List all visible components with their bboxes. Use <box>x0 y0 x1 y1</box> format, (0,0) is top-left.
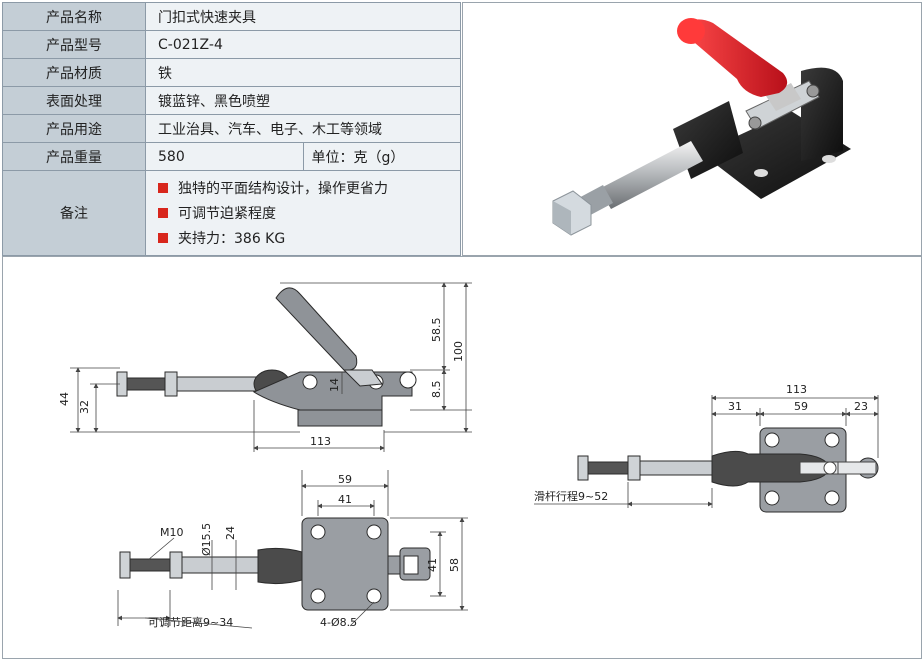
spec-value: 工业治具、汽车、电子、木工等领域 <box>145 114 461 143</box>
dim-41: 41 <box>338 493 352 506</box>
dim-41-vertical: 41 <box>426 558 439 572</box>
hole-callout: 4-Ø8.5 <box>320 616 357 629</box>
spec-value: C-021Z-4 <box>145 30 461 59</box>
product-photo <box>552 18 851 236</box>
dim-14: 14 <box>328 378 341 392</box>
spec-row-usage: 产品用途 工业治具、汽车、电子、木工等领域 <box>2 114 461 143</box>
spec-key: 产品材质 <box>2 58 146 87</box>
spec-key: 产品型号 <box>2 30 146 59</box>
dim-31: 31 <box>728 400 742 413</box>
red-square-icon <box>158 183 168 193</box>
side-view: 44 32 113 58.5 100 8.5 14 <box>58 282 472 452</box>
dim-23: 23 <box>854 400 868 413</box>
dim-58-5: 58.5 <box>430 318 443 343</box>
stroke-range-label: 滑杆行程9~52 <box>534 489 608 503</box>
spec-table: 产品名称 门扣式快速夹具 产品型号 C-021Z-4 产品材质 铁 表面处理 镀… <box>2 2 461 256</box>
spec-key: 产品重量 <box>2 142 146 171</box>
dim-58: 58 <box>448 558 461 572</box>
technical-drawing-frame: 44 32 113 58.5 100 8.5 14 <box>2 256 922 659</box>
dim-15-5: Ø15.5 <box>200 523 213 556</box>
red-handle <box>681 19 788 97</box>
dim-24: 24 <box>224 526 237 540</box>
spec-key: 产品名称 <box>2 2 146 31</box>
spec-value: 铁 <box>145 58 461 87</box>
dim-8-5: 8.5 <box>430 381 443 399</box>
spec-key: 备注 <box>2 170 146 256</box>
spec-value: 580 <box>145 142 304 171</box>
dim-113: 113 <box>310 435 331 448</box>
dim-m10: M10 <box>160 526 184 539</box>
product-photo-frame <box>462 2 922 256</box>
spec-row-name: 产品名称 门扣式快速夹具 <box>2 2 461 31</box>
dim-113-open: 113 <box>786 383 807 396</box>
note-item: 可调节迫紧程度 <box>158 201 460 226</box>
spec-row-model: 产品型号 C-021Z-4 <box>2 30 461 59</box>
notes-list: 独特的平面结构设计，操作更省力 可调节迫紧程度 夹持力：386 KG <box>145 170 461 256</box>
note-item: 独特的平面结构设计，操作更省力 <box>158 176 460 201</box>
technical-drawings: 44 32 113 58.5 100 8.5 14 <box>58 282 879 629</box>
plan-view: 59 41 M10 Ø15.5 24 41 58 可调节距离9~34 4-Ø8.… <box>117 470 468 629</box>
spec-row-material: 产品材质 铁 <box>2 58 461 87</box>
plunger-rod <box>599 141 703 209</box>
spec-unit: 单位：克（g） <box>302 142 461 171</box>
red-square-icon <box>158 208 168 218</box>
spec-row-notes: 备注 独特的平面结构设计，操作更省力 可调节迫紧程度 夹持力：386 KG <box>2 170 461 256</box>
dim-59-open: 59 <box>794 400 808 413</box>
spec-key: 产品用途 <box>2 114 146 143</box>
spec-value: 门扣式快速夹具 <box>145 2 461 31</box>
red-square-icon <box>158 233 168 243</box>
spec-value: 镀蓝锌、黑色喷塑 <box>145 86 461 115</box>
note-text: 独特的平面结构设计，操作更省力 <box>178 181 388 197</box>
spec-row-weight: 产品重量 580 单位：克（g） <box>2 142 461 171</box>
note-item: 夹持力：386 KG <box>158 226 460 251</box>
spec-row-surface: 表面处理 镀蓝锌、黑色喷塑 <box>2 86 461 115</box>
dim-59: 59 <box>338 473 352 486</box>
dim-32: 32 <box>78 400 91 414</box>
dim-44: 44 <box>58 392 71 406</box>
note-text: 夹持力：386 KG <box>178 231 286 247</box>
note-text: 可调节迫紧程度 <box>178 206 276 222</box>
adjust-range-label: 可调节距离9~34 <box>148 615 233 629</box>
dim-100: 100 <box>452 341 465 362</box>
spec-key: 表面处理 <box>2 86 146 115</box>
open-view: 113 31 59 23 滑杆行程9~52 <box>534 383 879 513</box>
